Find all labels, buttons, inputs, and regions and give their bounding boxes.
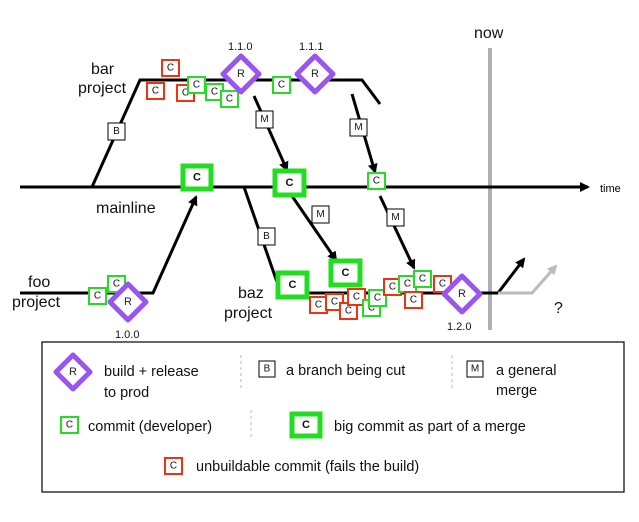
legend-release-text: build + release to prod xyxy=(104,364,203,401)
svg-text:M: M xyxy=(471,364,479,375)
legend-commit-icon: C xyxy=(60,416,79,434)
commit-unbuildable: C xyxy=(347,288,366,306)
bar-project-label: bar project xyxy=(78,61,127,97)
svg-text:M: M xyxy=(354,122,362,133)
svg-text:R: R xyxy=(237,68,245,80)
commit-unbuildable: C xyxy=(309,296,328,314)
version-label: 1.1.0 xyxy=(228,41,252,53)
legend-big-commit-icon: C xyxy=(289,411,323,439)
svg-text:C: C xyxy=(353,292,360,303)
legend-unbuildable-icon: C xyxy=(164,457,183,475)
release-diamond-1-2-0: R xyxy=(441,273,483,315)
commit-developer: C xyxy=(413,270,432,288)
svg-text:R: R xyxy=(124,296,132,308)
commit-developer: C xyxy=(220,90,239,108)
legend-merge-text: a general merge xyxy=(496,363,561,399)
svg-text:M: M xyxy=(316,209,324,220)
svg-text:R: R xyxy=(311,68,319,80)
version-label: 1.2.0 xyxy=(447,321,471,333)
svg-text:C: C xyxy=(389,282,396,293)
merge-arrow-4 xyxy=(378,195,416,270)
commit-developer: C xyxy=(368,289,387,307)
merge-arrow-1 xyxy=(252,95,289,172)
svg-text:C: C xyxy=(374,293,381,304)
svg-text:C: C xyxy=(211,87,218,98)
svg-text:C: C xyxy=(302,419,310,431)
svg-text:C: C xyxy=(286,177,294,189)
svg-text:C: C xyxy=(167,63,174,74)
legend-unbuildable-text: unbuildable commit (fails the build) xyxy=(196,459,419,475)
commit-developer: C xyxy=(272,76,291,94)
svg-text:C: C xyxy=(182,88,189,99)
commit-developer: C xyxy=(367,172,386,190)
commit-unbuildable: C xyxy=(146,82,165,100)
merge-marker-1: M xyxy=(255,110,274,129)
svg-text:B: B xyxy=(113,126,120,137)
svg-text:C: C xyxy=(373,176,380,187)
foo-project-label: foo project xyxy=(12,274,61,311)
svg-text:C: C xyxy=(331,297,338,308)
merge-marker-2: M xyxy=(349,118,368,137)
svg-text:C: C xyxy=(368,303,375,314)
svg-text:C: C xyxy=(404,279,411,290)
svg-text:B: B xyxy=(263,231,270,242)
foo-project-line xyxy=(20,195,198,295)
svg-text:R: R xyxy=(69,366,77,378)
baz-project-label: baz project xyxy=(224,285,273,322)
release-diamond-1-1-1: R xyxy=(294,53,336,95)
svg-text:C: C xyxy=(410,295,417,306)
svg-text:C: C xyxy=(193,172,201,184)
svg-text:C: C xyxy=(193,80,200,91)
mainline-label: mainline xyxy=(96,200,156,217)
svg-text:C: C xyxy=(278,80,285,91)
svg-text:C: C xyxy=(342,267,350,279)
future-gray-arrow xyxy=(498,264,558,295)
legend: R build + release to prod B a branch bei… xyxy=(41,341,625,493)
svg-text:C: C xyxy=(113,279,120,290)
merge-arrow-3 xyxy=(290,195,338,262)
svg-text:M: M xyxy=(260,114,268,125)
merge-marker-3: M xyxy=(311,205,330,224)
big-commit: C xyxy=(275,270,310,300)
question-label: ? xyxy=(554,300,563,317)
svg-text:C: C xyxy=(289,279,297,291)
legend-branch-text: a branch being cut xyxy=(286,363,405,379)
svg-text:B: B xyxy=(264,364,271,375)
legend-big-commit-text: big commit as part of a merge xyxy=(334,419,526,435)
legend-branch-icon: B xyxy=(258,360,276,378)
commit-developer: C xyxy=(88,287,107,305)
branch-marker-baz: B xyxy=(257,227,276,246)
version-label: 1.0.0 xyxy=(115,329,139,341)
release-diamond-1-0-0: R xyxy=(107,281,149,323)
svg-text:M: M xyxy=(391,212,399,223)
svg-text:C: C xyxy=(439,279,446,290)
legend-merge-icon: M xyxy=(466,360,484,378)
branch-marker-bar: B xyxy=(107,122,126,141)
svg-text:C: C xyxy=(345,306,352,317)
merge-marker-4: M xyxy=(386,208,405,227)
legend-release-icon: R xyxy=(53,352,93,392)
svg-text:C: C xyxy=(152,86,159,97)
release-diamond-1-1-0: R xyxy=(220,53,262,95)
svg-text:C: C xyxy=(170,461,177,472)
svg-text:C: C xyxy=(419,274,426,285)
big-commit: C xyxy=(328,258,363,288)
commit-unbuildable: C xyxy=(161,59,180,77)
big-commit: C xyxy=(272,168,307,198)
svg-text:C: C xyxy=(226,94,233,105)
version-label: 1.1.1 xyxy=(299,41,323,53)
time-label: time xyxy=(600,183,621,195)
commit-developer: C xyxy=(187,76,206,94)
svg-text:C: C xyxy=(66,420,73,431)
now-label: now xyxy=(474,25,504,42)
legend-commit-text: commit (developer) xyxy=(88,419,212,435)
svg-text:C: C xyxy=(315,300,322,311)
svg-text:R: R xyxy=(458,288,466,300)
commit-unbuildable: C xyxy=(404,291,423,309)
big-commit: C xyxy=(180,163,214,192)
svg-text:C: C xyxy=(94,291,101,302)
future-arrow xyxy=(496,257,526,294)
